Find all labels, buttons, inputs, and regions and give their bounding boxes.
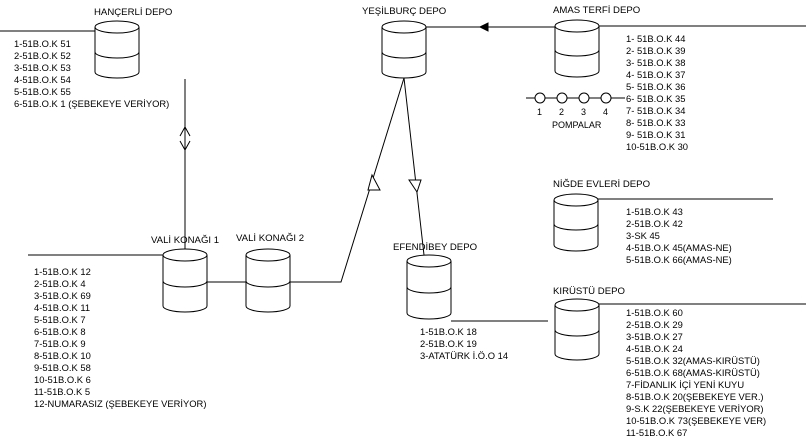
list-item: 2-51B.O.K 52 [14, 50, 71, 61]
list-item: 6-51B.O.K 1 (ŞEBEKEYE VERİYOR) [14, 98, 169, 109]
list-item: 3-51B.O.K 27 [626, 331, 683, 342]
list-item: 11-51B.O.K 5 [34, 386, 90, 397]
pump-station [526, 92, 625, 104]
header-rules [0, 25, 806, 322]
list-item: 1-51B.O.K 60 [626, 307, 683, 318]
amas-depot-title: AMAS TERFİ DEPO [553, 5, 640, 16]
list-item: 9- 51B.O.K 31 [626, 129, 685, 140]
list-item: 8- 51B.O.K 33 [626, 117, 685, 128]
list-item: 1-51B.O.K 51 [14, 38, 71, 49]
vali2-depot-title: VALİ KONAĞI 2 [236, 233, 304, 244]
list-item: 3-SK 45 [626, 230, 660, 241]
nigde-depot-title: NİĞDE EVLERİ DEPO [553, 179, 650, 190]
arrow-icon [179, 22, 489, 194]
list-item: 2-51B.O.K 42 [626, 218, 683, 229]
vali1-well-list: 1-51B.O.K 12 2-51B.O.K 4 3-51B.O.K 69 4-… [34, 266, 206, 409]
efendibey-depot-title: EFENDİBEY DEPO [393, 242, 477, 253]
list-item: 11-51B.O.K 67 [626, 427, 687, 438]
pump-number-4: 4 [603, 107, 608, 117]
hancerli-depot-title: HANÇERLİ DEPO [94, 7, 172, 18]
list-item: 12-NUMARASIZ (ŞEBEKEYE VERİYOR) [34, 398, 206, 409]
nigde-well-list: 1-51B.O.K 43 2-51B.O.K 42 3-SK 45 4-51B.… [626, 206, 732, 265]
list-item: 4-51B.O.K 11 [34, 302, 90, 313]
list-item: 4-51B.O.K 45(AMAS-NE) [626, 242, 732, 253]
pump-number-3: 3 [581, 107, 586, 117]
pump-number-1: 1 [537, 107, 542, 117]
list-item: 9-51B.O.K 58 [34, 362, 91, 373]
kirustu-well-list: 1-51B.O.K 60 2-51B.O.K 29 3-51B.O.K 27 4… [626, 307, 766, 438]
efendibey-well-list: 1-51B.O.K 18 2-51B.O.K 19 3-ATATÜRK İ.Ö.… [420, 326, 508, 361]
list-item: 10-51B.O.K 6 [34, 374, 91, 385]
amas-tank [554, 19, 600, 78]
list-item: 1-51B.O.K 43 [626, 206, 683, 217]
list-item: 1-51B.O.K 18 [420, 326, 477, 337]
amas-well-list: 1- 51B.O.K 44 2- 51B.O.K 39 3- 51B.O.K 3… [626, 33, 688, 152]
list-item: 2-51B.O.K 19 [420, 338, 477, 349]
pumps-label: POMPALAR [552, 120, 602, 130]
list-item: 7-51B.O.K 9 [34, 338, 86, 349]
vali2-tank [245, 248, 291, 313]
pump-number-2: 2 [559, 107, 564, 117]
list-item: 1- 51B.O.K 44 [626, 33, 685, 44]
hancerli-well-list: 1-51B.O.K 51 2-51B.O.K 52 3-51B.O.K 53 4… [14, 38, 169, 109]
kirustu-tank [554, 298, 600, 361]
list-item: 3-51B.O.K 69 [34, 290, 91, 301]
list-item: 3-51B.O.K 53 [14, 62, 71, 73]
list-item: 4-51B.O.K 24 [626, 343, 683, 354]
list-item: 3-ATATÜRK İ.Ö.O 14 [420, 350, 508, 361]
list-item: 6-51B.O.K 8 [34, 326, 86, 337]
hancerli-tank [94, 20, 140, 79]
list-item: 5-51B.O.K 32(AMAS-KIRÜSTÜ) [626, 355, 760, 366]
list-item: 10-51B.O.K 73(ŞEBEKEYE VER) [626, 415, 766, 426]
yesilburc-depot-title: YEŞİLBURÇ DEPO [362, 6, 446, 17]
list-item: 4- 51B.O.K 37 [626, 69, 685, 80]
kirustu-depot-title: KIRÜSTÜ DEPO [553, 286, 625, 297]
list-item: 2- 51B.O.K 39 [626, 45, 685, 56]
list-item: 3- 51B.O.K 38 [626, 57, 685, 68]
list-item: 6- 51B.O.K 35 [626, 93, 685, 104]
list-item: 7- 51B.O.K 34 [626, 105, 685, 116]
list-item: 7-FİDANLIK İÇİ YENİ KUYU [626, 379, 744, 390]
pipes [184, 26, 555, 283]
list-item: 5-51B.O.K 7 [34, 314, 86, 325]
list-item: 8-51B.O.K 20(ŞEBEKEYE VER.) [626, 391, 764, 402]
list-item: 9-S.K 22(ŞEBEKEYE VERİYOR) [626, 403, 764, 414]
efendibey-tank [406, 254, 452, 320]
list-item: 10-51B.O.K 30 [626, 141, 688, 152]
list-item: 5-51B.O.K 66(AMAS-NE) [626, 254, 732, 265]
list-item: 5- 51B.O.K 36 [626, 81, 685, 92]
list-item: 2-51B.O.K 29 [626, 319, 683, 330]
list-item: 5-51B.O.K 55 [14, 86, 71, 97]
vali1-tank [162, 248, 208, 313]
list-item: 8-51B.O.K 10 [34, 350, 91, 361]
list-item: 6-51B.O.K 68(AMAS-KIRÜSTÜ) [626, 367, 760, 378]
list-item: 1-51B.O.K 12 [34, 266, 91, 277]
list-item: 4-51B.O.K 54 [14, 74, 71, 85]
nigde-tank [553, 193, 599, 252]
list-item: 2-51B.O.K 4 [34, 278, 86, 289]
yesilburc-tank [381, 20, 427, 79]
